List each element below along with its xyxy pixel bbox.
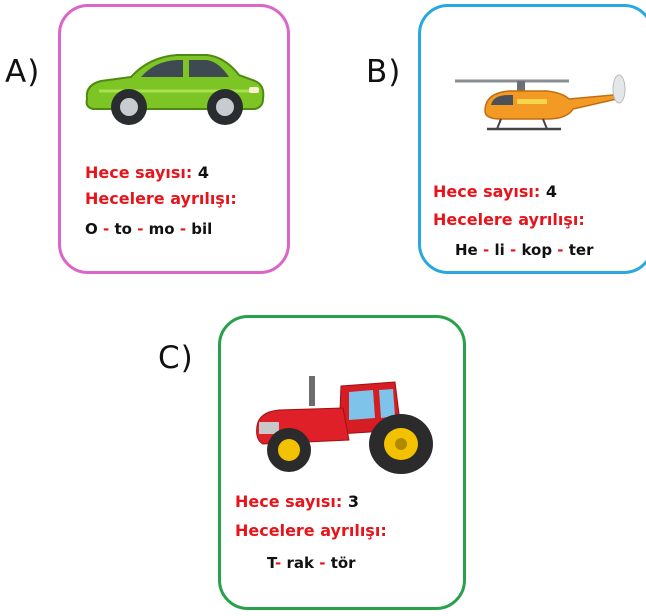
syllable: bil (191, 220, 213, 238)
option-b-split-label: Hecelere ayrılışı: (433, 210, 585, 229)
option-a-split-label: Hecelere ayrılışı: (85, 189, 237, 208)
option-c-label: C) (158, 340, 194, 376)
option-b-syllables: He - li - kop - ter (455, 241, 594, 259)
option-c-split-label: Hecelere ayrılışı: (235, 521, 387, 540)
option-b-count: 4 (545, 182, 558, 201)
syllable: to (114, 220, 132, 238)
syllable-separator: - (275, 554, 282, 572)
option-c-card[interactable]: Hece sayısı: 3 Hecelere ayrılışı: T- rak… (218, 315, 466, 610)
option-a-count: 4 (197, 163, 210, 182)
syllable-separator: - (482, 241, 490, 259)
syllable: kop (521, 241, 553, 259)
option-c-count-line: Hece sayısı: 3 (235, 492, 359, 511)
option-c-count-label: Hece sayısı: (235, 492, 343, 511)
syllable: mo (148, 220, 175, 238)
option-a-label: A) (5, 54, 41, 90)
syllable-separator: - (179, 220, 187, 238)
option-b-count-label: Hece sayısı: (433, 182, 541, 201)
syllable-separator: - (509, 241, 517, 259)
option-c-syllables: T- rak - tör (267, 554, 356, 572)
option-a-syllables: O - to - mo - bil (85, 220, 212, 238)
option-a-count-label: Hece sayısı: (85, 163, 193, 182)
syllable: He (455, 241, 478, 259)
syllable-separator: - (557, 241, 564, 259)
syllable: li (494, 241, 505, 259)
option-b-label: B) (366, 54, 402, 90)
option-b-card[interactable]: Hece sayısı: 4 Hecelere ayrılışı: He - l… (418, 4, 646, 274)
syllable-separator: - (319, 554, 326, 572)
syllable-separator: - (103, 220, 110, 238)
syllable: rak (286, 554, 315, 572)
tractor-image (256, 376, 433, 474)
option-a-card[interactable]: Hece sayısı: 4 Hecelere ayrılışı: O - to… (58, 4, 290, 274)
syllable-separator: - (137, 220, 144, 238)
car-image (85, 54, 265, 125)
syllable: ter (568, 241, 594, 259)
option-b-count-line: Hece sayısı: 4 (433, 182, 557, 201)
option-c-count: 3 (347, 492, 360, 511)
syllable: O (85, 220, 98, 238)
helicopter-image (455, 74, 626, 131)
syllable: T (267, 554, 276, 572)
syllable: tör (330, 554, 356, 572)
option-a-count-line: Hece sayısı: 4 (85, 163, 209, 182)
